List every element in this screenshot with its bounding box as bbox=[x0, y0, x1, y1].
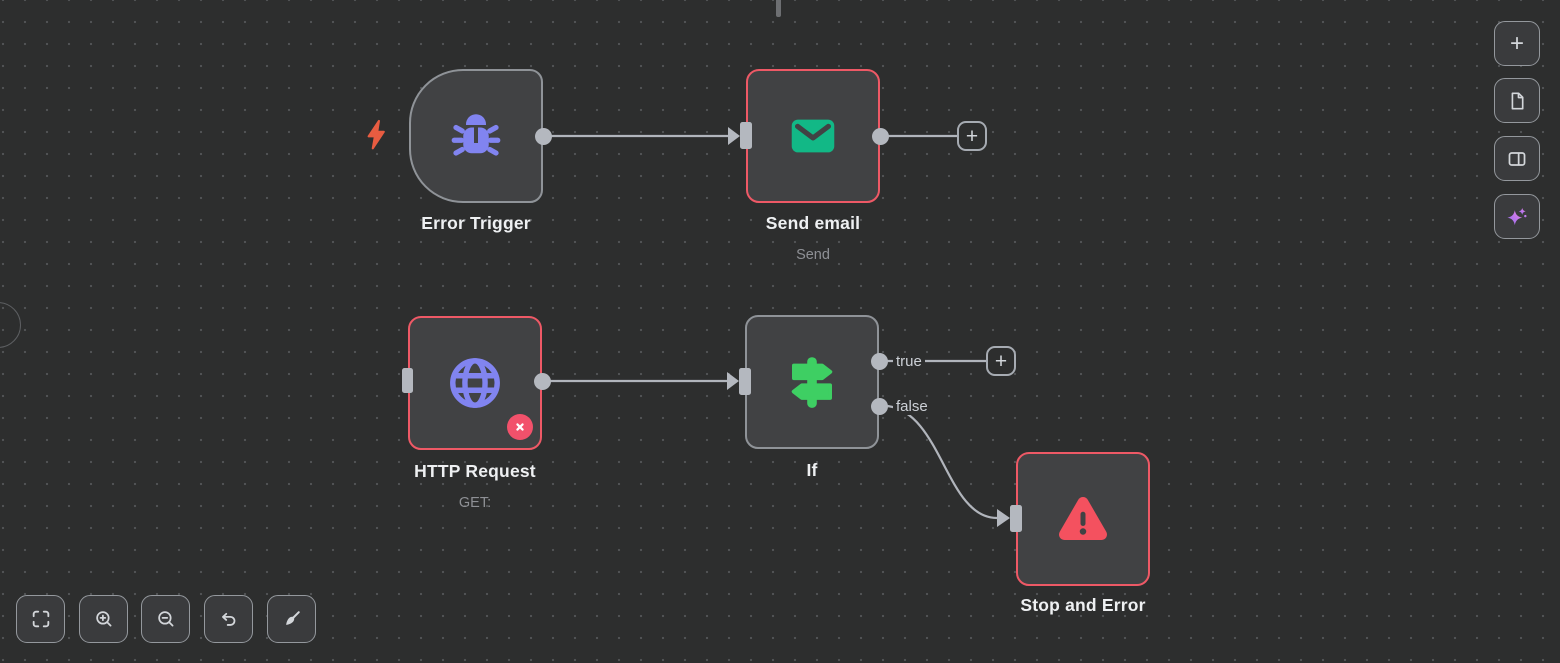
plus-icon: + bbox=[994, 349, 1008, 373]
output-handle-if-true[interactable] bbox=[870, 352, 888, 370]
panel-icon bbox=[1506, 148, 1528, 170]
zoom-in-button[interactable] bbox=[79, 595, 128, 643]
input-handle-http-request[interactable] bbox=[402, 368, 413, 393]
undo-button[interactable] bbox=[204, 595, 253, 643]
warning-triangle-icon bbox=[1053, 489, 1113, 549]
output-handle-error-trigger[interactable] bbox=[534, 127, 552, 145]
plus-icon: + bbox=[1509, 29, 1524, 57]
node-subtitle: Send bbox=[796, 247, 830, 263]
node-subtitle: GET: bbox=[458, 495, 492, 511]
plus-icon: + bbox=[965, 124, 979, 148]
canvas-top-tick bbox=[776, 0, 781, 17]
node-label: Send email bbox=[765, 213, 861, 233]
tidy-up-button[interactable] bbox=[267, 595, 316, 643]
bug-icon bbox=[446, 106, 506, 166]
node-http-request[interactable] bbox=[408, 316, 542, 450]
zoom-out-button[interactable] bbox=[141, 595, 190, 643]
connection-arrowhead bbox=[728, 127, 740, 145]
node-label: Error Trigger bbox=[421, 213, 531, 233]
error-x-badge bbox=[507, 414, 533, 440]
node-stop-and-error[interactable] bbox=[1016, 452, 1150, 586]
fit-view-button[interactable] bbox=[16, 595, 65, 643]
envelope-icon bbox=[784, 107, 842, 165]
node-label: HTTP Request bbox=[414, 461, 536, 481]
output-handle-http-request[interactable] bbox=[533, 372, 551, 390]
undo-icon bbox=[218, 608, 240, 630]
node-error-trigger[interactable] bbox=[409, 69, 543, 203]
globe-icon bbox=[444, 352, 506, 414]
node-label: If bbox=[806, 460, 818, 480]
branch-label-false: false bbox=[893, 398, 931, 415]
sparkle-icon bbox=[1505, 205, 1529, 229]
output-handle-if-false[interactable] bbox=[870, 397, 888, 415]
split-panel-button[interactable] bbox=[1494, 136, 1540, 181]
input-handle-send-email[interactable] bbox=[740, 122, 752, 149]
fit-view-icon bbox=[30, 608, 52, 630]
branch-label-true: true bbox=[893, 353, 925, 370]
node-send-email[interactable] bbox=[746, 69, 880, 203]
zoom-out-icon bbox=[155, 608, 177, 630]
input-handle-stop-and-error[interactable] bbox=[1010, 505, 1022, 532]
connection-arrowhead bbox=[727, 372, 739, 390]
add-node-after-send-email-button[interactable]: + bbox=[957, 121, 987, 151]
signpost-icon bbox=[780, 350, 844, 414]
file-button[interactable] bbox=[1494, 78, 1540, 123]
add-node-button[interactable]: + bbox=[1494, 21, 1540, 66]
node-label: Stop and Error bbox=[1020, 595, 1146, 615]
connection-arrowhead bbox=[997, 509, 1010, 527]
file-icon bbox=[1506, 90, 1528, 112]
ai-assistant-button[interactable] bbox=[1494, 194, 1540, 239]
broom-icon bbox=[281, 608, 303, 630]
input-handle-if[interactable] bbox=[739, 368, 751, 395]
node-if[interactable] bbox=[745, 315, 879, 449]
output-handle-send-email[interactable] bbox=[871, 127, 889, 145]
add-node-after-if-true-button[interactable]: + bbox=[986, 346, 1016, 376]
zoom-in-icon bbox=[93, 608, 115, 630]
trigger-bolt-icon bbox=[365, 119, 387, 151]
